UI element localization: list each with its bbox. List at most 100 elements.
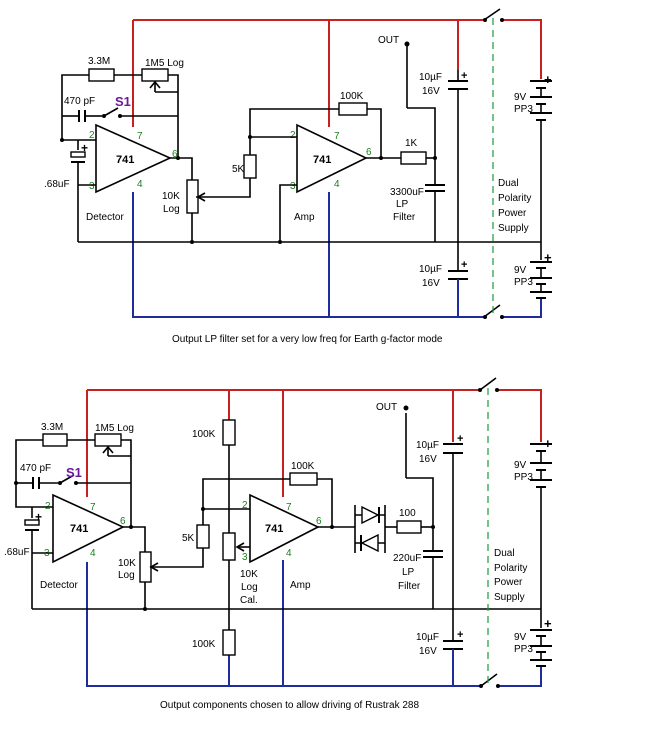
- pot-10k-log-2: [139, 551, 152, 583]
- supply-cap-bottom-label-1b: 16V: [422, 278, 440, 289]
- resistor-3m3-label-1: 3.3M: [88, 56, 110, 67]
- pot-10k-cal-2: [222, 532, 236, 561]
- negative-rail-1: [132, 192, 542, 318]
- switch-s1-label-1: S1: [115, 94, 131, 109]
- detector-pin-4-1: 4: [137, 179, 143, 190]
- supply-label-1c: Power: [498, 208, 527, 219]
- supply-cap-bottom-2: +: [443, 609, 463, 660]
- supply-cap-top-label-1b: 16V: [422, 86, 440, 97]
- supply-cap-bottom-label-2a: 10µF: [416, 632, 439, 643]
- svg-text:+: +: [457, 629, 463, 641]
- caption-2: Output components chosen to allow drivin…: [160, 700, 419, 711]
- supply-cap-top-2: +: [443, 433, 463, 609]
- circuit-2: + + 9V PP3 9V PP3 + 10µF 16V + 10µF 16V …: [4, 377, 552, 711]
- cap-470pf-label-1: 470 pF: [64, 96, 95, 107]
- detector-label-1: Detector: [86, 212, 124, 223]
- supply-label-2a: Dual: [494, 548, 515, 559]
- supply-cap-top-label-2b: 16V: [419, 454, 437, 465]
- resistor-100k-fb-label-2: 100K: [291, 461, 315, 472]
- svg-text:+: +: [461, 70, 467, 82]
- resistor-100k-label-1: 100K: [340, 91, 364, 102]
- pot-10k-label-2b: Log: [118, 570, 135, 581]
- lp-cap-label-2b: LP: [402, 567, 415, 578]
- output-label-1: OUT: [378, 35, 399, 46]
- detector-pin-7-2: 7: [90, 502, 96, 513]
- resistor-3m3-2: [42, 433, 68, 447]
- amp-pin-6-2: 6: [316, 516, 322, 527]
- battery-top-2: +: [530, 436, 552, 488]
- amp-pin-4-1: 4: [334, 179, 340, 190]
- battery-bottom-label-1b: PP3: [514, 277, 533, 288]
- resistor-5k-label-2: 5K: [182, 533, 195, 544]
- supply-cap-top-1: +: [448, 70, 468, 242]
- pot-1m5-2: [94, 433, 122, 447]
- amp-opamp-label-2: 741: [265, 523, 283, 535]
- amp-pin-3-2: 3: [242, 552, 248, 563]
- switch-s1-label-2: S1: [66, 465, 82, 480]
- amp-label-1: Amp: [294, 212, 315, 223]
- svg-text:+: +: [457, 433, 463, 445]
- amp-label-2: Amp: [290, 580, 311, 591]
- amp-pin-4-2: 4: [286, 548, 292, 559]
- supply-cap-bottom-label-2b: 16V: [419, 646, 437, 657]
- amp-opamp-2: [249, 493, 320, 564]
- supply-switch-bottom-1: [483, 304, 504, 319]
- svg-text:+: +: [544, 436, 552, 451]
- pot-10k-label-1a: 10K: [162, 191, 180, 202]
- supply-label-1b: Polarity: [498, 193, 531, 204]
- detector-label-2: Detector: [40, 580, 78, 591]
- supply-switch-top-1: [483, 8, 504, 22]
- detector-pin-6-1: 6: [172, 149, 178, 160]
- supply-cap-bottom-1: +: [448, 242, 468, 290]
- amp-pin-2-1: 2: [290, 130, 296, 141]
- lp-cap-label-2a: 220uF: [393, 553, 421, 564]
- battery-bottom-2: +: [530, 616, 552, 667]
- resistor-100k-top-2: [222, 419, 236, 446]
- amp-opamp-label-1: 741: [313, 154, 331, 166]
- resistor-5k-1: [243, 154, 257, 179]
- detector-opamp-2: [52, 493, 125, 564]
- amp-pin-7-2: 7: [286, 502, 292, 513]
- caption-1: Output LP filter set for a very low freq…: [172, 334, 443, 345]
- pot-1m5-1: [141, 68, 169, 82]
- resistor-3m3-label-2: 3.3M: [41, 422, 63, 433]
- supply-label-1d: Supply: [498, 223, 529, 234]
- battery-top-label-2a: 9V: [514, 460, 527, 471]
- battery-bottom-1: +: [530, 250, 552, 299]
- supply-cap-bottom-label-1a: 10µF: [419, 264, 442, 275]
- resistor-100-label-2: 100: [399, 508, 416, 519]
- circuit-1: + + 9V PP3 9V PP3 + 10µF 16V + 10µF 16V …: [44, 8, 552, 345]
- svg-text:+: +: [35, 510, 42, 524]
- battery-bottom-label-1a: 9V: [514, 265, 527, 276]
- amp-pin-3-1: 3: [290, 181, 296, 192]
- supply-label-2c: Power: [494, 577, 523, 588]
- pot-cal-label-2a: 10K: [240, 569, 258, 580]
- battery-top-1: +: [530, 72, 552, 121]
- resistor-5k-label-1: 5K: [232, 164, 245, 175]
- svg-text:+: +: [544, 72, 552, 87]
- supply-cap-top-label-2a: 10µF: [416, 440, 439, 451]
- pot-cal-label-2b: Log: [241, 582, 258, 593]
- svg-text:+: +: [81, 141, 88, 155]
- cap-470pf-label-2: 470 pF: [20, 463, 51, 474]
- resistor-100k-top-label-2: 100K: [192, 429, 216, 440]
- supply-switch-top-2: [478, 377, 499, 392]
- supply-cap-top-label-1a: 10µF: [419, 72, 442, 83]
- detector-opamp-label-2: 741: [70, 523, 88, 535]
- battery-bottom-label-2b: PP3: [514, 644, 533, 655]
- svg-text:+: +: [544, 616, 552, 631]
- detector-pin-2-1: 2: [89, 130, 95, 141]
- battery-bottom-label-2a: 9V: [514, 632, 527, 643]
- cap-068uf-label-1: .68uF: [44, 179, 70, 190]
- resistor-100k-fb-1: [338, 102, 368, 116]
- amp-pin-7-1: 7: [334, 131, 340, 142]
- supply-label-2b: Polarity: [494, 563, 527, 574]
- pot-10k-label-1b: Log: [163, 204, 180, 215]
- lp-cap-label-1a: 3300uF: [390, 187, 424, 198]
- svg-text:+: +: [544, 250, 552, 265]
- detector-pin-3-1: 3: [89, 181, 95, 192]
- diode-pair-2: [354, 505, 386, 553]
- resistor-1k-label-1: 1K: [405, 138, 418, 149]
- resistor-100k-fb-2: [289, 472, 318, 486]
